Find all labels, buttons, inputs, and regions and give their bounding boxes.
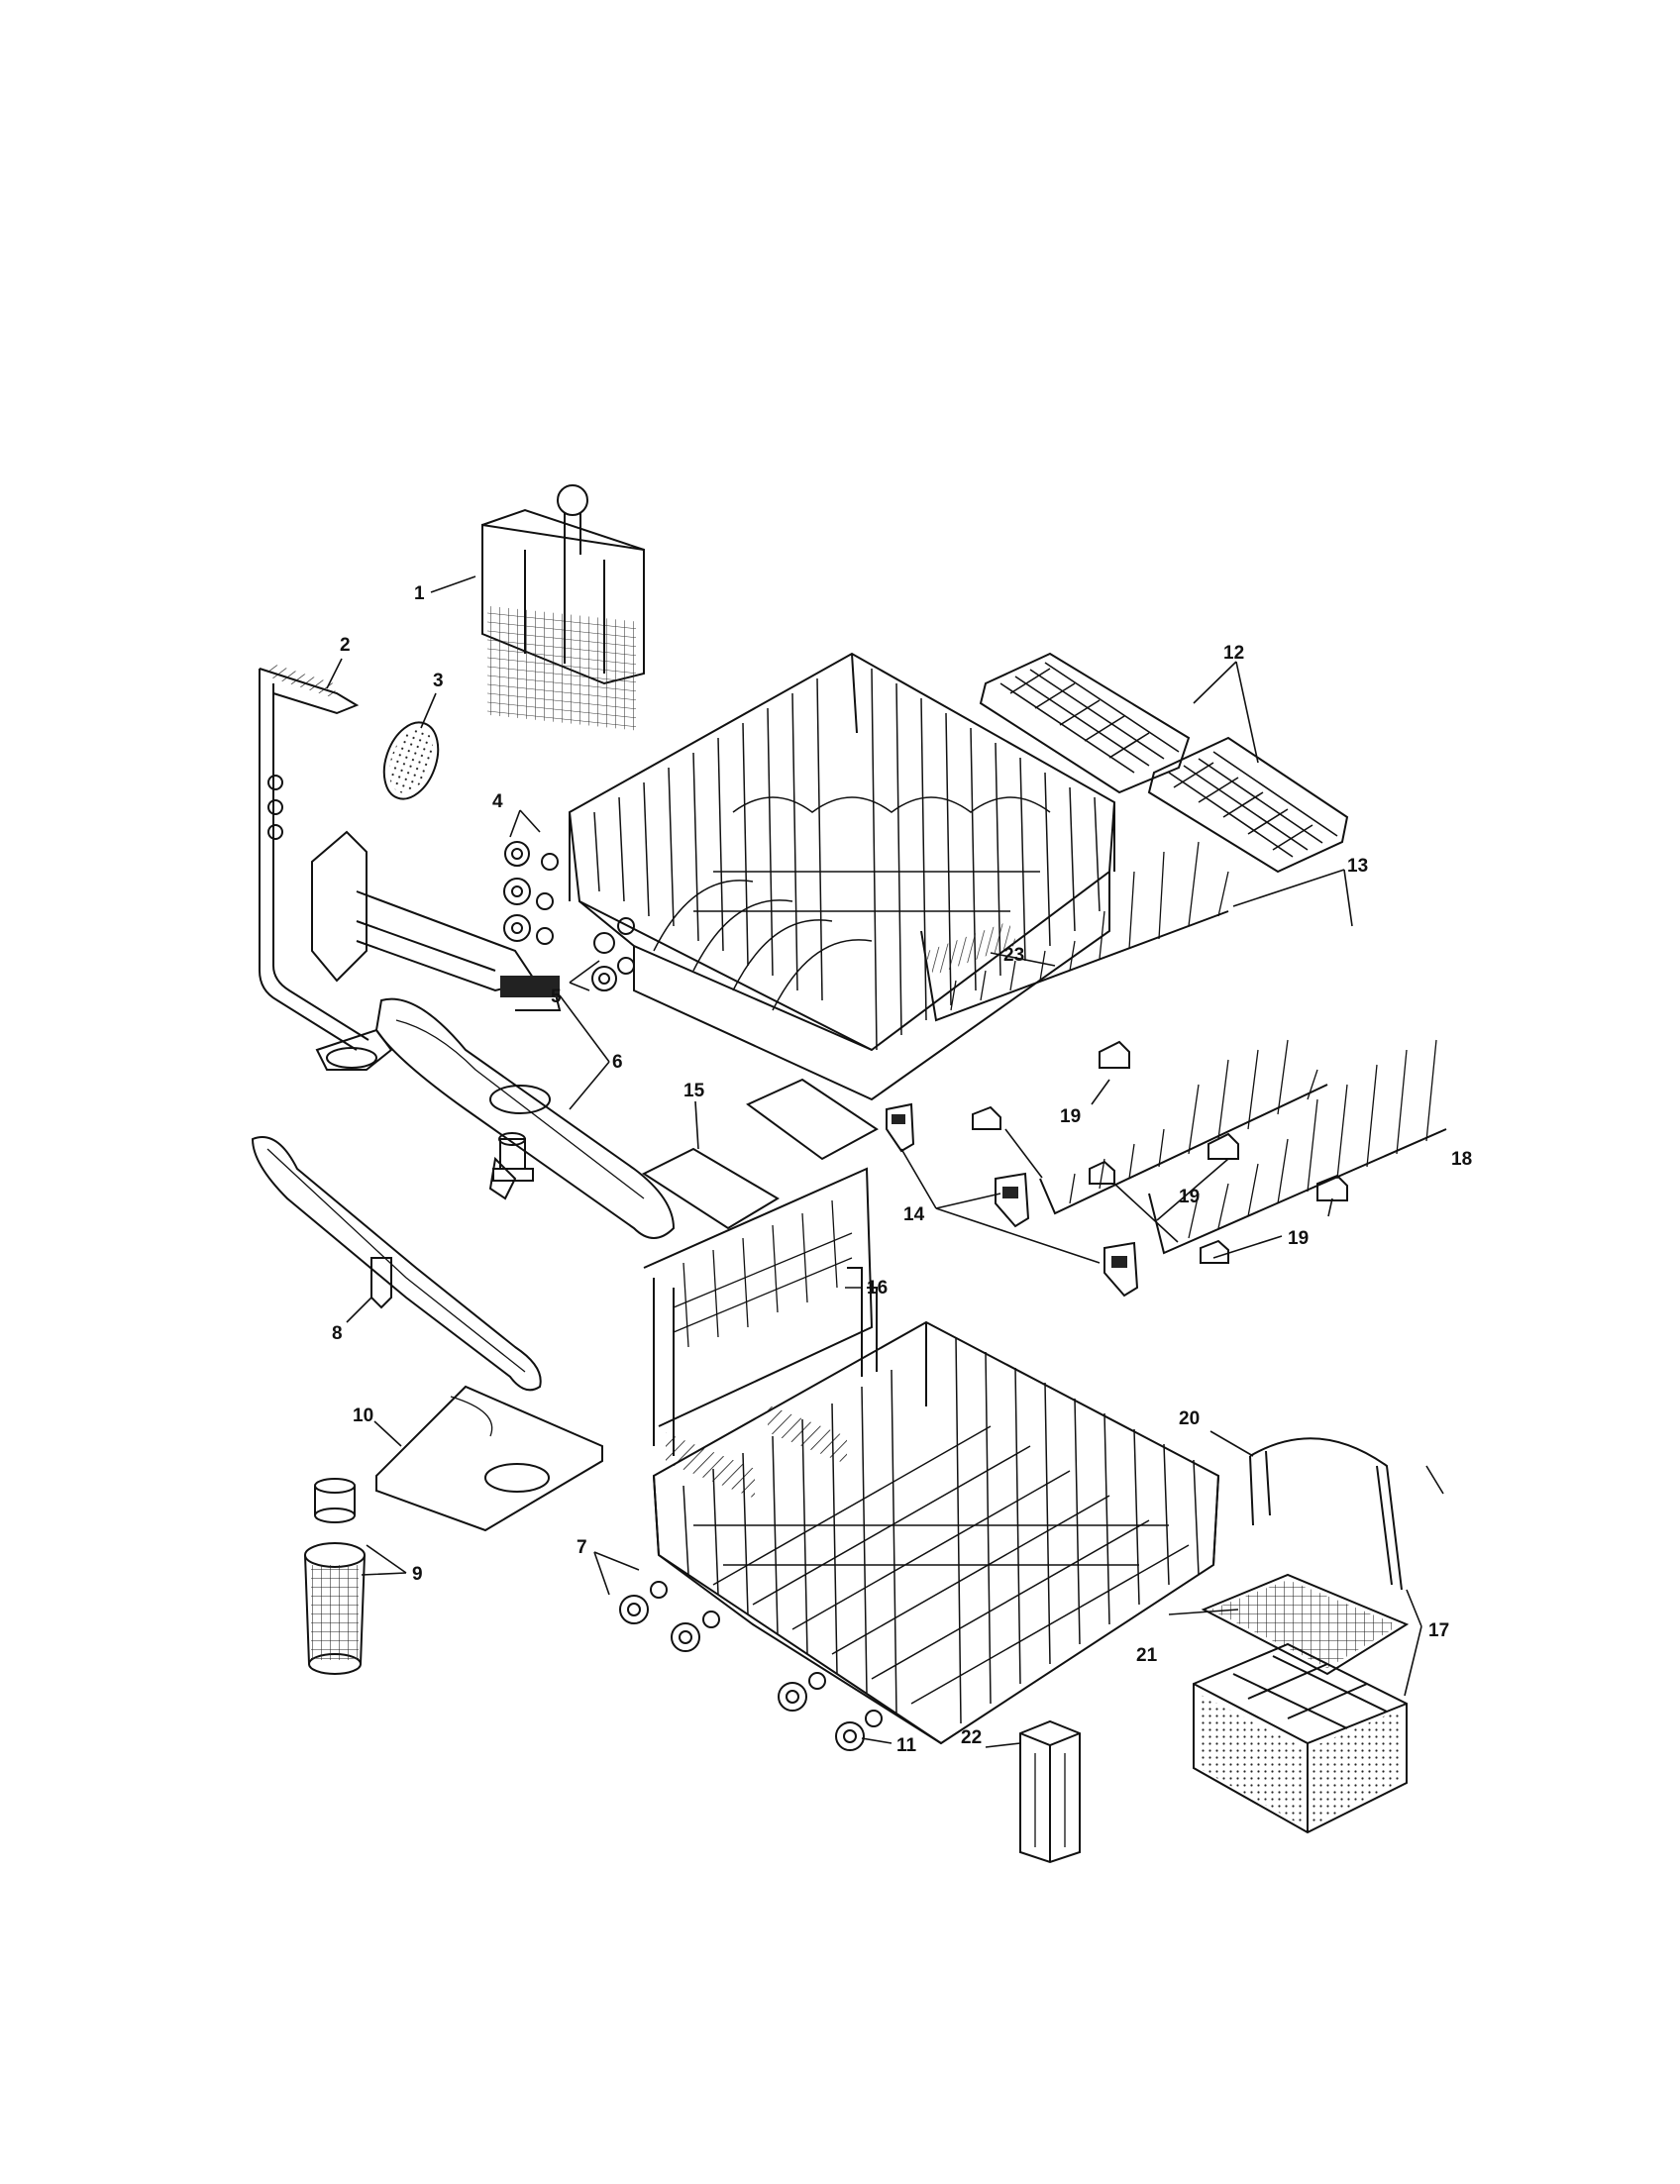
small-shelves — [641, 1078, 879, 1499]
callout-10: 10 — [353, 1405, 373, 1426]
callout-16: 16 — [867, 1278, 888, 1299]
upper-spray-arm-assembly — [311, 830, 562, 1011]
tine-row — [1148, 1039, 1447, 1255]
basket-lid — [1201, 1573, 1410, 1676]
callout-15: 15 — [683, 1081, 705, 1101]
cutlery-holder — [1019, 1719, 1081, 1864]
callout-12: 12 — [1223, 643, 1244, 664]
folding-tine-rows — [920, 841, 1328, 1215]
spray-arm-tube — [259, 663, 393, 1071]
cup-shelves — [979, 652, 1349, 874]
callout-19c: 19 — [1288, 1228, 1309, 1249]
callout-23: 23 — [1003, 945, 1024, 966]
callout-7: 7 — [577, 1537, 587, 1558]
tine-clips — [972, 1040, 1348, 1264]
callout-1: 1 — [414, 583, 425, 604]
callout-labels: 1 2 3 4 5 6 7 8 9 10 11 12 13 14 15 16 1… — [332, 583, 1472, 1756]
callout-17: 17 — [1428, 1620, 1449, 1641]
callout-2: 2 — [340, 635, 351, 656]
small-cutlery-basket — [481, 484, 645, 731]
rack-adjusters — [886, 1102, 1139, 1298]
cutlery-basket — [1193, 1642, 1408, 1834]
upper-rack — [568, 652, 1116, 1101]
upper-rack-rollers — [503, 841, 635, 991]
lower-rack-rollers — [619, 1581, 883, 1751]
callout-18: 18 — [1451, 1149, 1472, 1170]
lower-spray-arm — [251, 1136, 542, 1392]
callout-8: 8 — [332, 1323, 343, 1344]
callout-19b: 19 — [1179, 1187, 1200, 1207]
folding-tine-section — [643, 1167, 878, 1456]
callout-leaders — [326, 575, 1444, 1748]
lower-rack — [652, 1320, 1220, 1745]
filter-assembly — [304, 1478, 366, 1675]
filter-disk — [382, 721, 440, 800]
callout-14: 14 — [903, 1204, 925, 1225]
callout-13: 13 — [1347, 856, 1368, 877]
callout-6: 6 — [612, 1052, 623, 1073]
fine-filter-plate — [375, 1385, 603, 1532]
callout-5: 5 — [551, 987, 562, 1007]
callout-4: 4 — [492, 791, 503, 812]
callout-21: 21 — [1136, 1645, 1158, 1666]
callout-20: 20 — [1179, 1408, 1200, 1429]
spray-arm-hub — [492, 1132, 534, 1182]
callout-19a: 19 — [1060, 1106, 1081, 1127]
callout-3: 3 — [433, 671, 444, 691]
callout-11: 11 — [896, 1735, 917, 1756]
callout-9: 9 — [412, 1564, 423, 1585]
callout-22: 22 — [961, 1727, 982, 1748]
basket-handle — [1249, 1437, 1403, 1591]
spray-arm — [374, 997, 676, 1239]
